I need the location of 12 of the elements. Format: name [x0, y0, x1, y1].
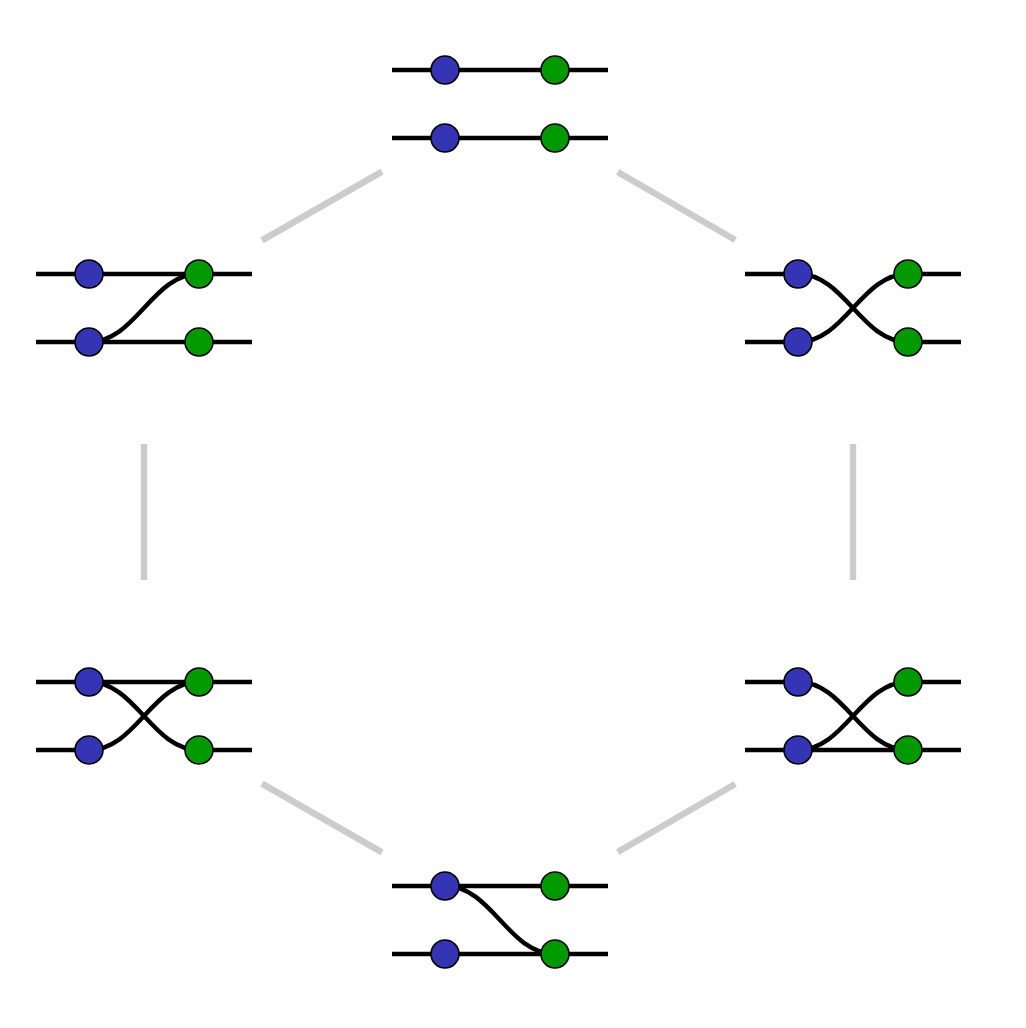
- connector-line: [616, 781, 737, 855]
- graph-drawing: [392, 55, 608, 153]
- graph-drawing: [745, 259, 961, 357]
- graph-drawing: [36, 667, 252, 765]
- graph-drawing: [36, 259, 252, 357]
- connector-line: [849, 444, 857, 580]
- connector-line: [616, 169, 737, 243]
- graph-drawing: [745, 667, 961, 765]
- connector-line: [260, 780, 384, 856]
- connector-line: [260, 168, 384, 244]
- graph-drawing: [392, 871, 608, 969]
- connector-line: [140, 444, 148, 580]
